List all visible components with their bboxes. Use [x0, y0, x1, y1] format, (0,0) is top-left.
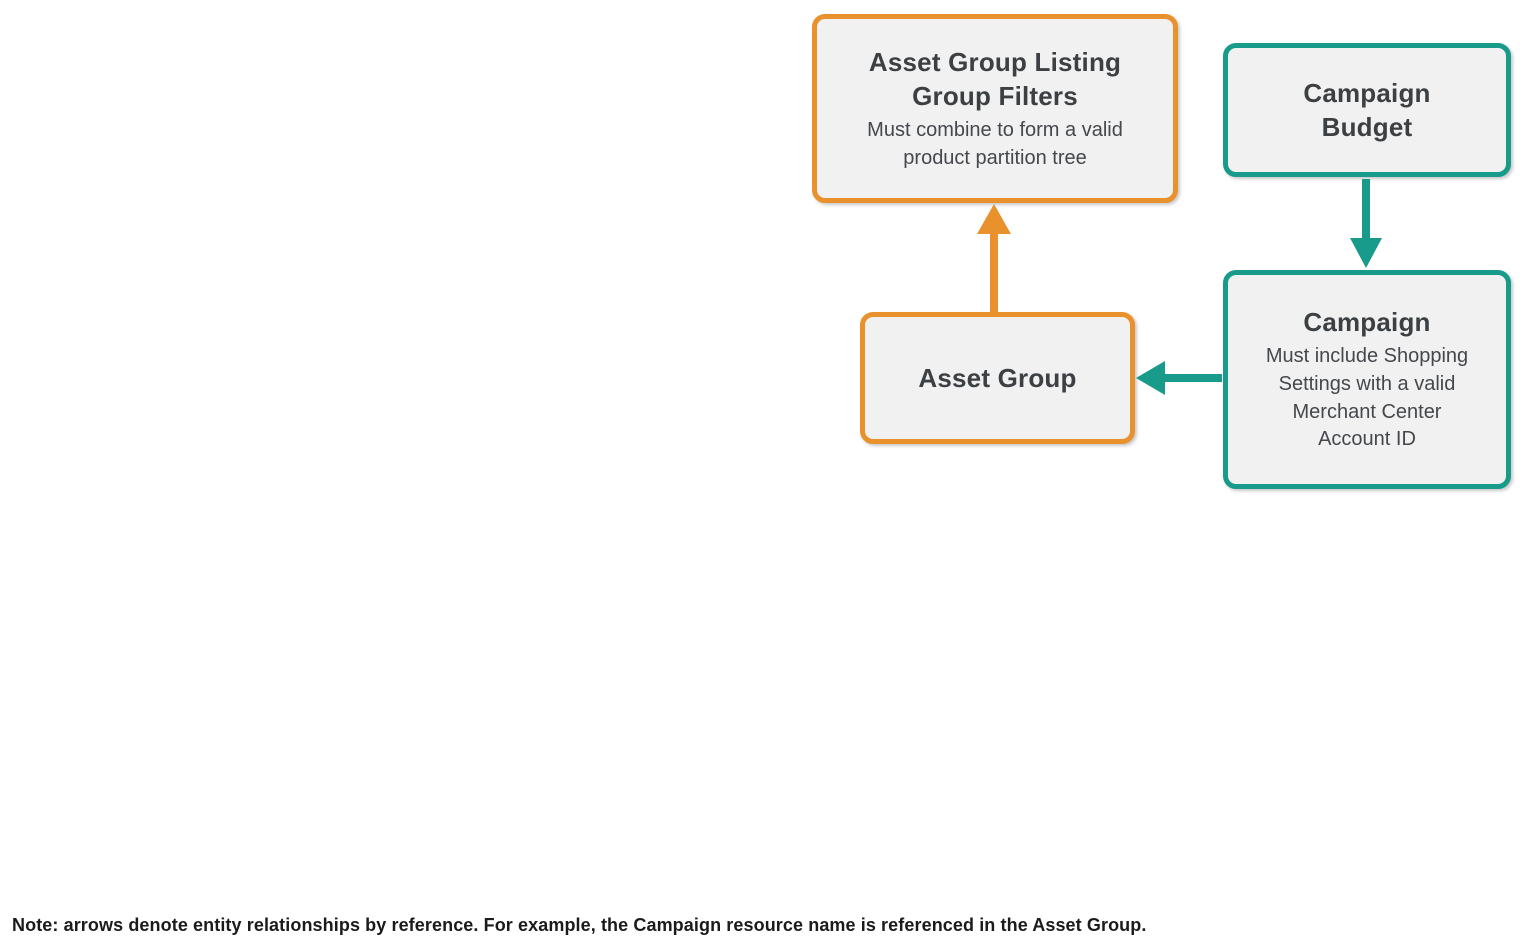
arrow-asset-group-to-listing-filters-stem: [990, 233, 998, 312]
node-title: Asset Group: [918, 362, 1077, 393]
arrow-campaign-budget-to-campaign-stem: [1362, 179, 1370, 239]
node-asset-group-listing-group-filters: Asset Group Listing Group Filters Must c…: [812, 14, 1178, 203]
arrow-asset-group-to-listing-filters-head: [977, 204, 1011, 234]
footnote: Note: arrows denote entity relationships…: [12, 915, 1147, 935]
node-campaign: Campaign Must include Shopping Settings …: [1223, 270, 1511, 489]
node-subtitle: Must combine to form a valid product par…: [867, 119, 1123, 169]
arrow-campaign-to-asset-group-stem: [1164, 374, 1222, 382]
node-title: Campaign: [1303, 307, 1431, 338]
arrow-campaign-budget-to-campaign-head: [1350, 238, 1382, 268]
node-asset-group: Asset Group: [860, 312, 1135, 444]
arrow-campaign-to-asset-group-head: [1136, 361, 1165, 395]
node-title: Asset Group Listing Group Filters: [868, 46, 1122, 111]
node-campaign-budget: Campaign Budget: [1223, 43, 1511, 177]
node-subtitle: Must include Shopping Settings with a va…: [1265, 345, 1469, 451]
node-title: Campaign Budget: [1303, 77, 1431, 142]
